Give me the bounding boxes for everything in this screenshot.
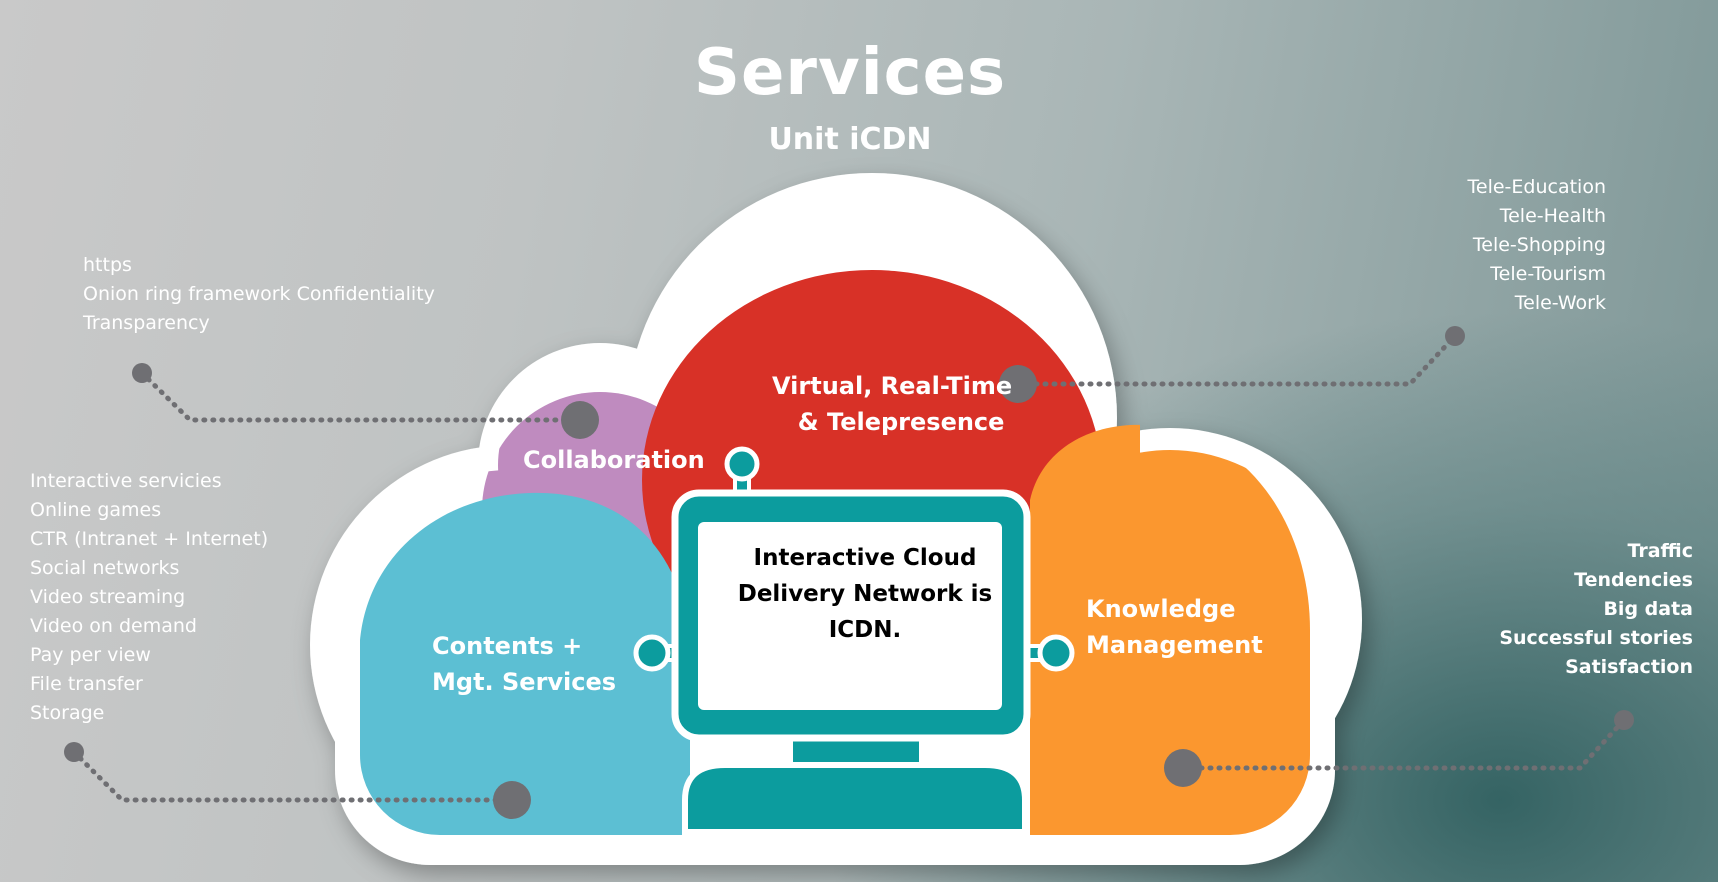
virtual-label-line1: Virtual, Real-Time [772, 372, 1013, 400]
contents-label: Contents + Mgt. Services [432, 628, 616, 700]
list-item: Tele-Tourism [1490, 263, 1606, 285]
virtual-label-line2: & Telepresence [797, 408, 1005, 436]
list-item: Transparency [83, 312, 210, 334]
contents-label-line2: Mgt. Services [432, 668, 617, 696]
analytics-list: Traffic Tendencies Big data Successful s… [1499, 537, 1693, 682]
connector-security [139, 370, 583, 423]
list-item: Tele-Shopping [1472, 234, 1606, 256]
page-subtitle: Unit iCDN [768, 122, 932, 157]
collaboration-label: Collaboration [523, 442, 705, 478]
virtual-label: Virtual, Real-Time & Telepresence [772, 368, 1012, 440]
list-item: Video on demand [30, 615, 197, 637]
knowledge-label-line2: Management [1086, 631, 1263, 659]
list-item: https [83, 254, 132, 276]
list-item: CTR (Intranet + Internet) [30, 528, 269, 550]
list-item: Video streaming [30, 586, 186, 608]
knowledge-segment [1030, 424, 1310, 835]
list-item: Social networks [30, 557, 180, 579]
tele-services-list: Tele-Education Tele-Health Tele-Shopping… [1468, 173, 1606, 318]
list-item: Big data [1603, 598, 1693, 620]
page-title: Services [693, 36, 1007, 110]
icdn-line3: ICDN. [828, 617, 902, 643]
icdn-line2: Delivery Network is [737, 581, 993, 607]
interactive-services-list: Interactive servicies Online games CTR (… [30, 467, 268, 728]
list-item: Satisfaction [1565, 656, 1693, 678]
list-item: Onion ring framework Confidentiality [83, 283, 435, 305]
list-item: Traffic [1627, 540, 1693, 562]
connector-dots [64, 326, 1634, 819]
knowledge-label-line1: Knowledge [1086, 595, 1236, 623]
knowledge-label: Knowledge Management [1086, 591, 1263, 663]
monitor-graphic [633, 446, 1075, 835]
list-item: Tele-Work [1514, 292, 1606, 314]
connectors [71, 333, 1627, 803]
list-item: Tele-Education [1467, 176, 1606, 198]
icdn-line1: Interactive Cloud [753, 545, 977, 571]
list-item: Interactive servicies [30, 470, 222, 492]
contents-segment [360, 492, 690, 835]
list-item: Pay per view [30, 644, 151, 666]
contents-label-line1: Contents + [432, 632, 583, 660]
list-item: Online games [30, 499, 162, 521]
list-item: Tendencies [1574, 569, 1693, 591]
connector-analytics [1180, 717, 1627, 771]
list-item: Storage [30, 702, 105, 724]
list-item: Successful stories [1499, 627, 1693, 649]
list-item: File transfer [30, 673, 143, 695]
icdn-definition: Interactive Cloud Delivery Network is IC… [700, 540, 1030, 648]
collaboration-label-text: Collaboration [523, 446, 705, 474]
security-list: https Onion ring framework Confidentiali… [83, 251, 435, 338]
list-item: Tele-Health [1499, 205, 1606, 227]
